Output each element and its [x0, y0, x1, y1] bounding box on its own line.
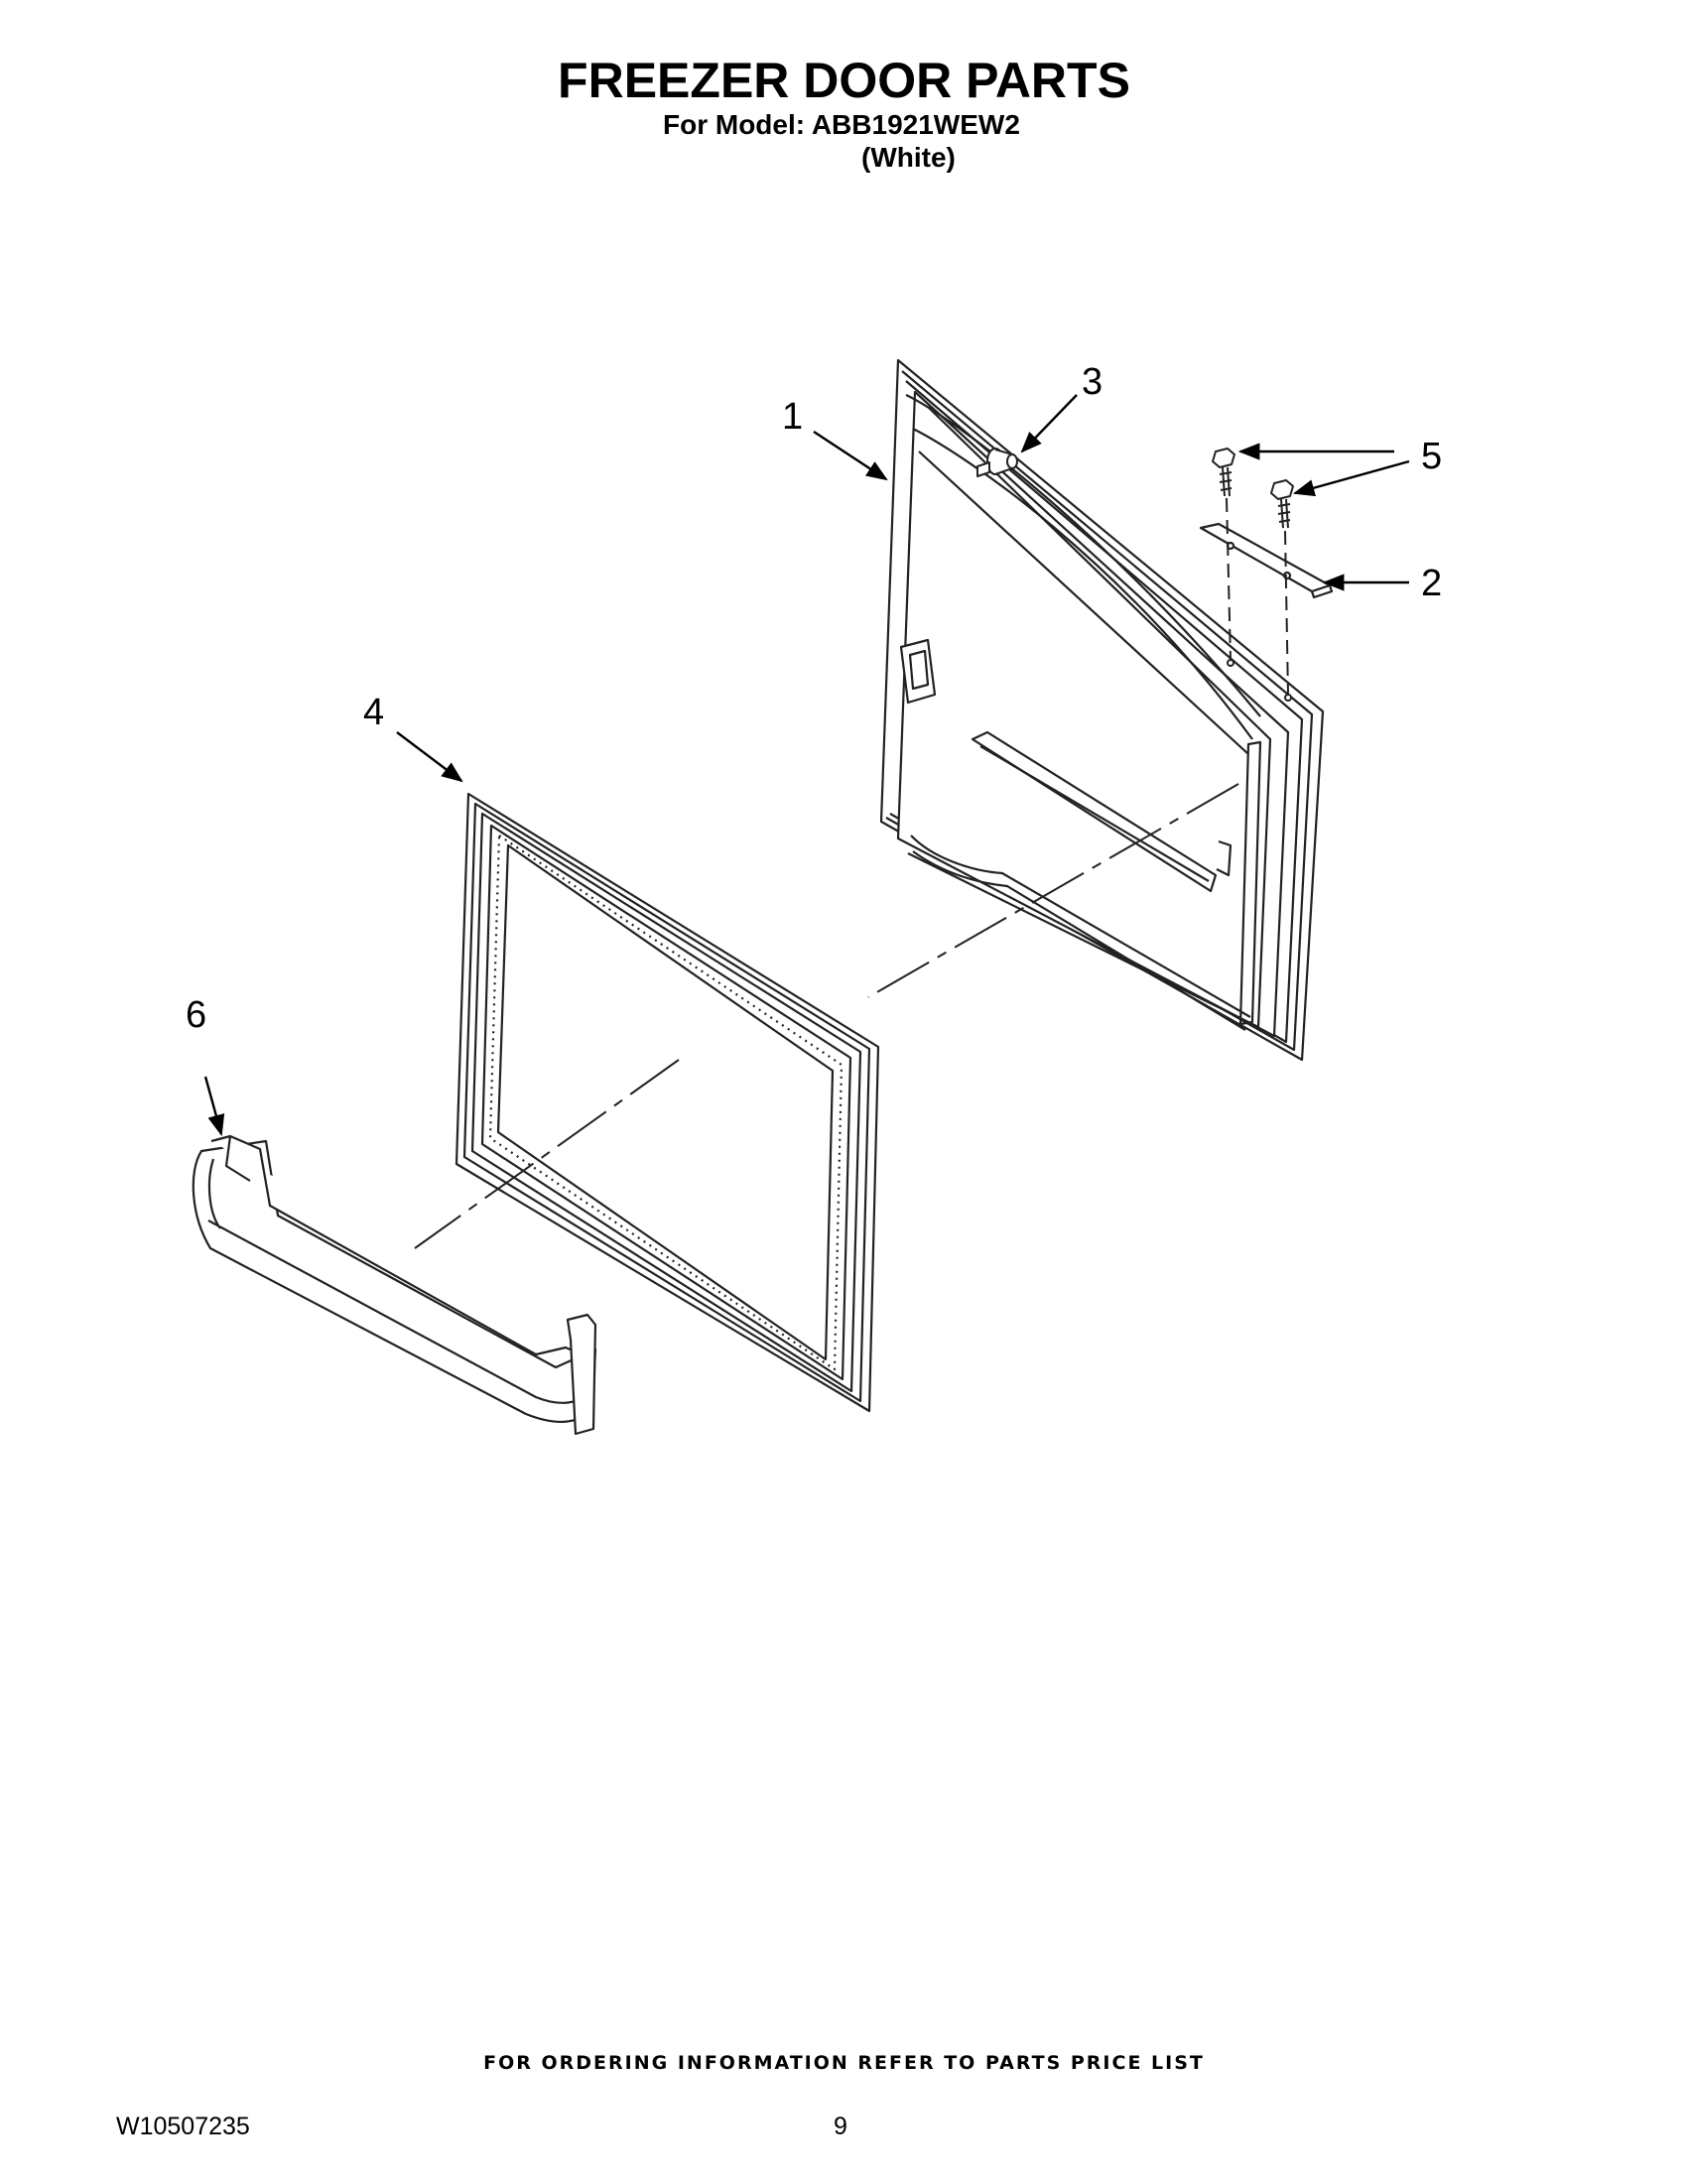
- model-line: For Model: ABB1921WEW2: [663, 109, 1020, 140]
- gasket-illustration: [454, 792, 880, 1413]
- callout-number-3: 3: [1082, 361, 1103, 403]
- callout-number-6: 6: [186, 994, 206, 1036]
- callout-arrow-3: [1020, 394, 1078, 453]
- hinge-cover-illustration: [1199, 522, 1334, 599]
- callout-arrow-4: [396, 731, 463, 783]
- callout-number-1: 1: [782, 396, 803, 438]
- callout-number-2: 2: [1421, 563, 1442, 604]
- callout-arrow-5b: [1292, 459, 1410, 497]
- install-lines: [1226, 497, 1289, 696]
- callout-number-5: 5: [1421, 436, 1442, 477]
- ordering-note: FOR ORDERING INFORMATION REFER TO PARTS …: [483, 2052, 1205, 2074]
- callout-arrow-6: [203, 1076, 225, 1137]
- freezer-door-illustration: [879, 358, 1325, 1062]
- page-title: FREEZER DOOR PARTS: [558, 53, 1130, 108]
- callout-arrows: [203, 394, 1410, 1137]
- document-number: W10507235: [116, 2113, 250, 2140]
- screws-illustration: [1212, 448, 1294, 529]
- door-bin-illustration: [192, 1134, 597, 1436]
- page-number: 9: [834, 2113, 847, 2140]
- alignment-lines: [414, 783, 1239, 1249]
- callout-number-4: 4: [363, 692, 384, 733]
- callout-arrow-1: [813, 430, 888, 481]
- plug-illustration: [976, 448, 1018, 477]
- color-line: (White): [861, 142, 956, 173]
